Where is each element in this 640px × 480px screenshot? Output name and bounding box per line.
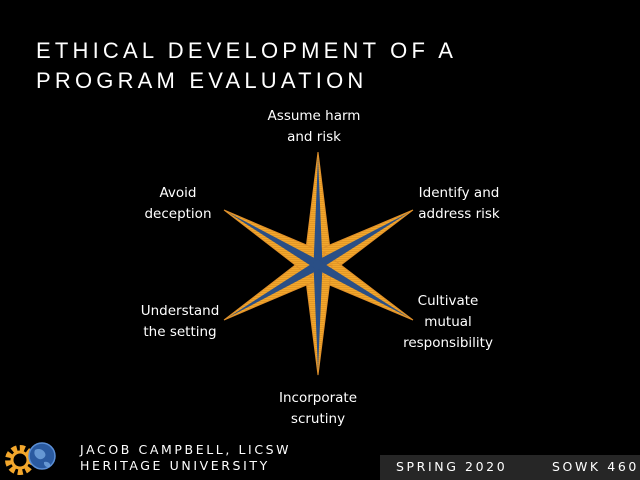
globe-icon <box>28 442 56 470</box>
star-label-lower-left-line-2: the setting <box>143 324 217 340</box>
star-shape <box>223 151 414 376</box>
star-label-bottom-line-2: scrutiny <box>290 411 346 427</box>
star-ridge-bottom <box>313 265 323 371</box>
star-label-lower-right-line-2: mutual <box>424 314 472 330</box>
footer-course: SOWK 460 <box>552 459 639 474</box>
footer-bar <box>380 455 640 480</box>
star-label-upper-right-line-1: Identify and <box>418 185 500 201</box>
footer-term: SPRING 2020 <box>396 459 508 474</box>
footer-institution: HERITAGE UNIVERSITY <box>80 458 270 473</box>
star-label-top: Assume harm and risk <box>258 106 370 148</box>
star-ridge-upper-left <box>227 212 321 269</box>
star-ridge-top <box>313 156 323 265</box>
star-label-top-line-1: Assume harm <box>267 108 361 124</box>
star-center <box>313 260 323 270</box>
star-label-bottom: Incorporate scrutiny <box>260 388 376 430</box>
star-label-lower-left: Understand the setting <box>126 301 234 343</box>
star-ridge-upper-right <box>315 212 410 269</box>
slide-title: ETHICAL DEVELOPMENT OF A PROGRAM EVALUAT… <box>36 36 616 96</box>
slide-title-line-2: PROGRAM EVALUATION <box>36 68 368 93</box>
star-label-lower-right-line-3: responsibility <box>403 335 493 351</box>
star-label-upper-left-line-1: Avoid <box>159 185 197 201</box>
star-ridge-lower-left <box>227 261 321 318</box>
gear-icon <box>5 445 35 475</box>
footer-author: JACOB CAMPBELL, LICSW <box>80 442 292 457</box>
slide-title-line-1: ETHICAL DEVELOPMENT OF A <box>36 38 458 63</box>
star-label-upper-right: Identify and address risk <box>398 183 520 225</box>
star-label-lower-left-line-1: Understand <box>140 303 220 319</box>
star-label-upper-left-line-2: deception <box>144 206 212 222</box>
star-label-lower-right: Cultivate mutual responsibility <box>392 291 504 354</box>
star-label-lower-right-line-1: Cultivate <box>417 293 479 309</box>
gear-globe-logo-icon <box>5 442 56 475</box>
star-label-bottom-line-1: Incorporate <box>278 390 358 406</box>
star-label-upper-right-line-2: address risk <box>418 206 500 222</box>
star-ridge-lower-right <box>315 261 410 318</box>
star-label-upper-left: Avoid deception <box>128 183 228 225</box>
star-label-top-line-2: and risk <box>287 129 341 145</box>
footer-author-block: JACOB CAMPBELL, LICSW HERITAGE UNIVERSIT… <box>80 442 291 474</box>
